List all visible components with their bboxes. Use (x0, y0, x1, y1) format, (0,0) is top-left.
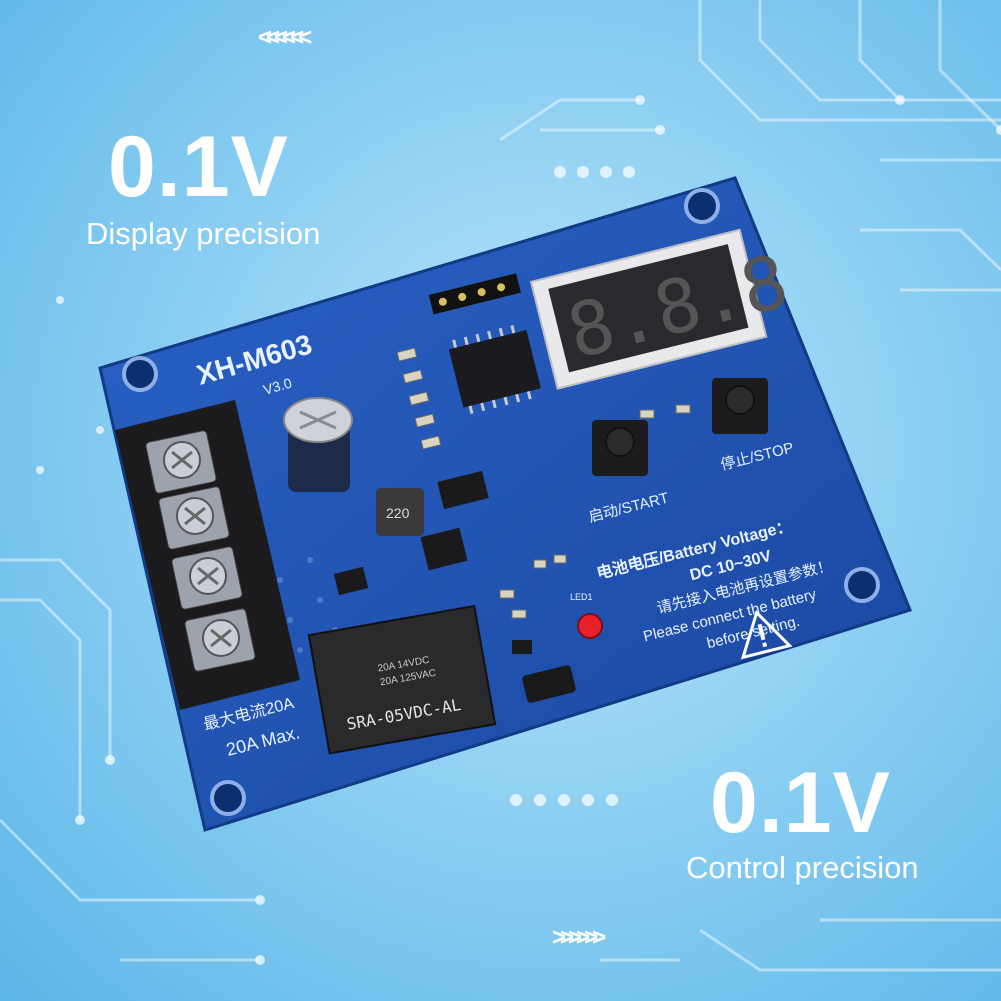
diode-d3 (333, 566, 369, 596)
stop-switch (712, 378, 768, 434)
control-precision-value: 0.1V (710, 755, 891, 851)
diode-d2 (437, 470, 489, 510)
chevron-left-icon: <<<<<< (258, 24, 312, 51)
electrolytic-capacitor (283, 397, 353, 492)
screw-terminal-block (115, 400, 300, 710)
transistor-q1 (512, 640, 532, 654)
diode-d1 (522, 665, 576, 703)
screw-terminal-icon (171, 546, 243, 610)
mount-hole (210, 780, 246, 816)
start-switch (592, 420, 648, 476)
screw-terminal-icon (145, 430, 217, 494)
pin-header (428, 273, 521, 315)
svg-text:220: 220 (386, 505, 410, 521)
warning-triangle-icon (740, 609, 793, 660)
ic-u2 (420, 527, 468, 571)
mount-hole (844, 567, 880, 603)
chevron-right-icon: >>>>>> (552, 924, 606, 951)
display-precision-value: 0.1V (108, 119, 289, 215)
board-version: V3.0 (261, 375, 293, 398)
control-precision-caption: Control precision (686, 850, 919, 885)
display-precision-caption: Display precision (86, 216, 321, 251)
screw-terminal-icon (158, 486, 230, 550)
inductor: 220 (376, 488, 424, 536)
svg-text:LED1: LED1 (570, 592, 593, 602)
relay: SRA-05VDC-AL 20A 14VDC 20A 125VAC (307, 604, 497, 755)
led-indicator (577, 613, 603, 639)
mount-hole (684, 188, 720, 224)
ic-chip (448, 325, 541, 415)
mount-hole (122, 356, 158, 392)
screw-terminal-icon (184, 608, 256, 672)
